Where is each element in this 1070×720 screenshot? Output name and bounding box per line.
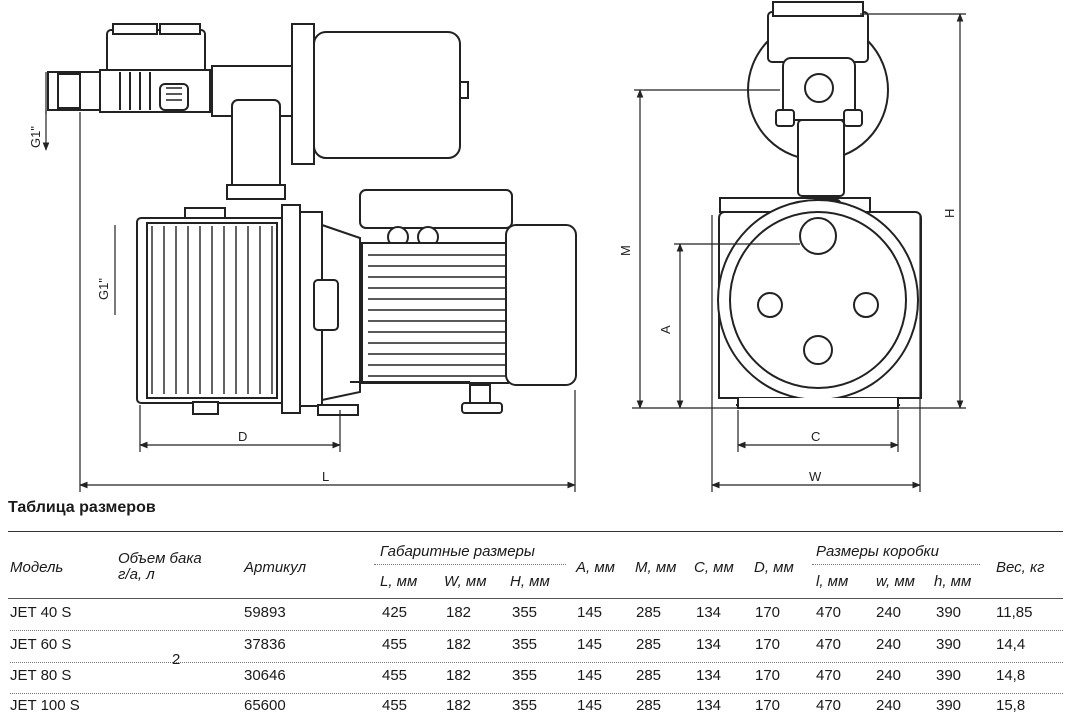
cell-a: 145 [577,667,603,684]
cell-d: 170 [755,604,781,621]
header-W: W, мм [444,573,487,590]
cell-l: 470 [816,697,842,714]
cell-weight: 14,8 [996,667,1026,684]
cell-w: 240 [876,636,902,653]
cell-w: 182 [446,636,472,653]
header-H: H, мм [510,573,550,590]
cell-l: 455 [382,697,408,714]
cell-w: 182 [446,604,472,621]
pump-technical-drawing: G1" G1" D L [28,1,966,492]
cell-m: 285 [636,636,662,653]
cell-c: 134 [696,697,722,714]
cell-a: 145 [577,697,603,714]
cell-h: 390 [936,604,962,621]
cell-h: 355 [512,604,538,621]
cell-w: 240 [876,604,902,621]
header-article: Артикул [244,559,307,576]
cell-w: 182 [446,697,472,714]
table-header-rule [8,598,1063,599]
dim-W-label: W [809,469,822,484]
header-box: Размеры коробки [816,543,939,560]
dim-A-label: A [658,325,673,334]
cell-h: 390 [936,636,962,653]
cell-article: 59893 [244,604,286,621]
cell-w: 240 [876,667,902,684]
header-M: M, мм [635,559,677,576]
cell-article: 37836 [244,636,286,653]
cell-m: 285 [636,667,662,684]
cell-article: 65600 [244,697,286,714]
header-box-underline [812,564,980,565]
cell-m: 285 [636,697,662,714]
cell-h: 355 [512,697,538,714]
tank-volume-value: 2 [172,651,181,668]
cell-l: 425 [382,604,408,621]
dim-H-label: H [942,209,957,218]
header-overall: Габаритные размеры [380,543,535,560]
front-view-drawing [717,1,922,409]
cell-weight: 11,85 [996,604,1033,621]
cell-c: 134 [696,636,722,653]
cell-weight: 15,8 [996,697,1026,714]
cell-l: 470 [816,604,842,621]
cell-model: JET 100 S [10,697,80,714]
cell-d: 170 [755,697,781,714]
cell-l: 470 [816,667,842,684]
cell-h: 355 [512,667,538,684]
cell-w: 240 [876,697,902,714]
cell-h: 390 [936,697,962,714]
dim-D-label: D [238,429,247,444]
dim-C-label: C [811,429,820,444]
cell-d: 170 [755,636,781,653]
cell-c: 134 [696,604,722,621]
header-C: C, мм [694,559,734,576]
cell-c: 134 [696,667,722,684]
cell-h: 355 [512,636,538,653]
header-h: h, мм [934,573,972,590]
cell-h: 390 [936,667,962,684]
row-separator [10,662,1063,663]
cell-model: JET 80 S [10,667,72,684]
header-tank-line2: г/а, л [118,566,155,583]
table-title: Таблица размеров [8,499,156,516]
header-L: L, мм [380,573,418,590]
side-view-dimensions [42,72,576,492]
cell-w: 182 [446,667,472,684]
cell-a: 145 [577,636,603,653]
cell-l: 455 [382,636,408,653]
cell-d: 170 [755,667,781,684]
dim-M-label: M [618,245,633,256]
cell-a: 145 [577,604,603,621]
header-weight: Вес, кг [996,559,1045,576]
cell-l: 455 [382,667,408,684]
side-view-drawing [47,23,577,416]
header-model: Модель [10,559,64,576]
cell-m: 285 [636,604,662,621]
header-l: l, мм [816,573,849,590]
cell-article: 30646 [244,667,286,684]
front-view-dimensions [632,13,966,492]
header-w: w, мм [876,573,915,590]
header-tank-line1: Объем бака [118,550,202,567]
row-separator [10,693,1063,694]
cell-l: 470 [816,636,842,653]
cell-model: JET 60 S [10,636,72,653]
header-overall-underline [374,564,566,565]
table-top-rule [8,531,1063,532]
dim-thread-side: G1" [96,278,111,300]
dim-thread-top: G1" [28,126,43,148]
dim-L-label: L [322,469,329,484]
header-A: A, мм [576,559,615,576]
header-D: D, мм [754,559,794,576]
cell-weight: 14,4 [996,636,1026,653]
cell-model: JET 40 S [10,604,72,621]
row-separator [10,630,1063,631]
